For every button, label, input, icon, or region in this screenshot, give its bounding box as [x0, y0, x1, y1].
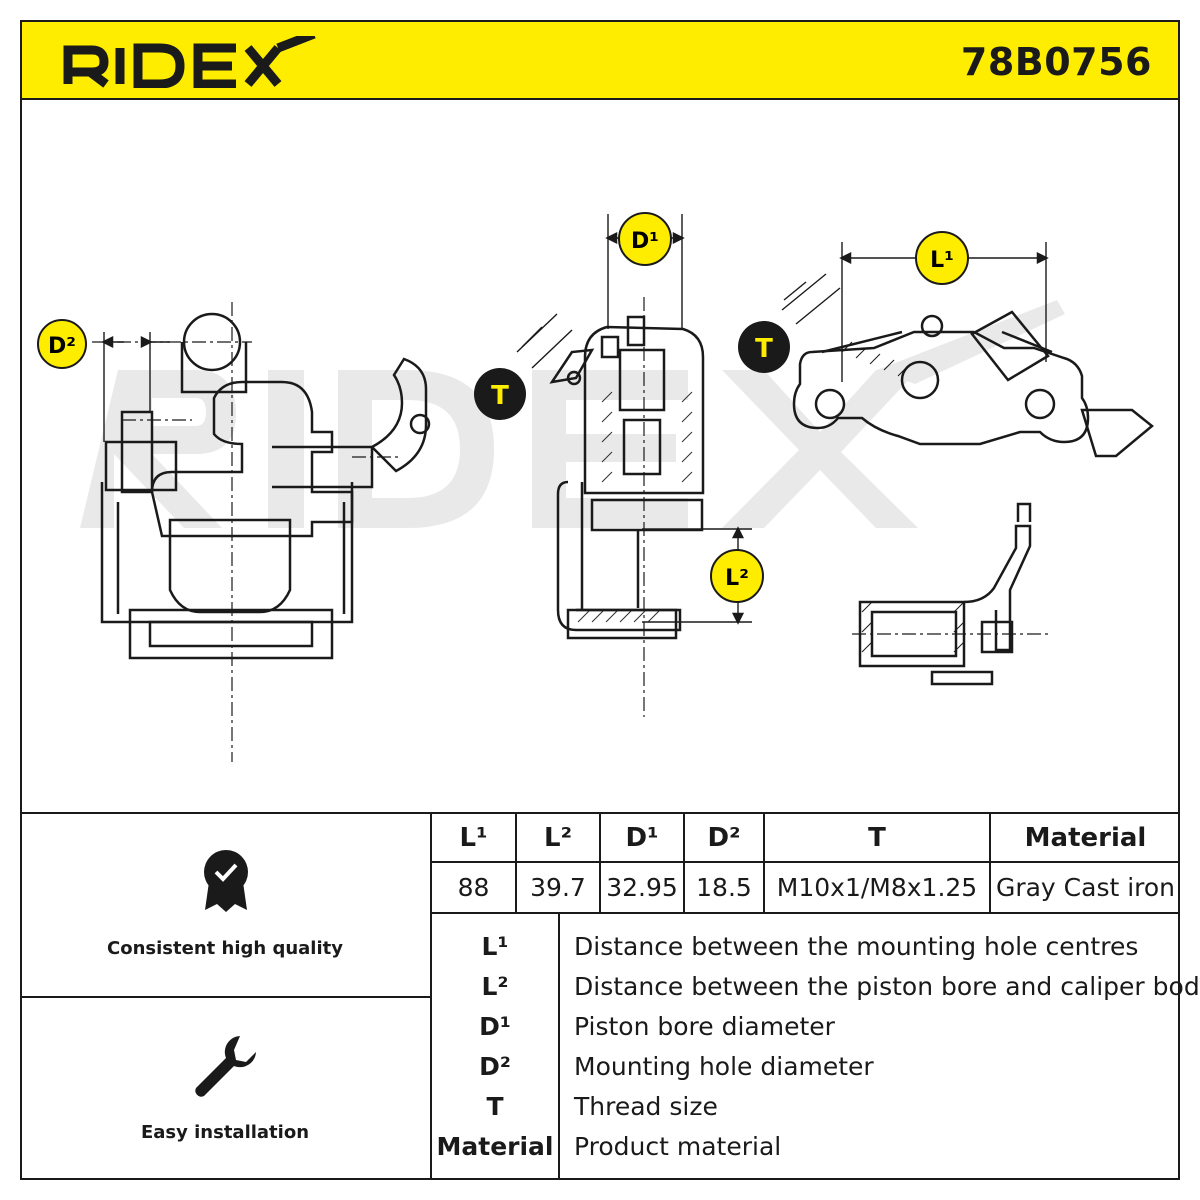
spec-value-l1: 88 [457, 873, 490, 902]
wrench-icon [195, 1036, 256, 1097]
col-rule-2 [599, 814, 601, 914]
spec-value-d2: 18.5 [696, 873, 752, 902]
label-d2: D² [37, 319, 87, 369]
spec-header-d2: D² [707, 822, 741, 853]
legend-desc-material: Product material [574, 1132, 782, 1161]
col-rule-4 [763, 814, 765, 914]
spec-value-d1: 32.95 [606, 873, 678, 902]
spec-header-l1: L¹ [459, 822, 488, 853]
legend-desc-l2: Distance between the piston bore and cal… [574, 972, 1200, 1001]
col-rule-1 [515, 814, 517, 914]
legend-key-l2: L² [481, 972, 509, 1001]
svg-text:L¹: L¹ [930, 248, 954, 273]
specs-top-rule [20, 812, 1180, 814]
watermark [80, 300, 1065, 528]
caliper-front-view [92, 302, 431, 762]
col-rule-5 [989, 814, 991, 914]
legend-desc-d1: Piston bore diameter [574, 1012, 835, 1041]
spec-value-l2: 39.7 [530, 873, 586, 902]
spec-header-d1: D¹ [625, 822, 659, 853]
feature-quality: Consistent high quality [20, 814, 430, 996]
svg-text:D¹: D¹ [631, 229, 659, 254]
svg-text:T: T [755, 334, 773, 364]
caliper-section-view [516, 214, 752, 717]
legend-key-d2: D² [479, 1052, 511, 1081]
quality-badge-icon [204, 850, 248, 912]
legend-key-d1: D¹ [479, 1012, 511, 1041]
label-l2: L² [710, 549, 764, 603]
caliper-side-view [781, 242, 1154, 458]
spec-header-l2: L² [544, 822, 572, 853]
feature-installation: Easy installation [20, 998, 430, 1180]
part-number: 78B0756 [960, 40, 1152, 84]
features-mid-rule [20, 996, 432, 998]
table-header-rule [432, 861, 1180, 863]
legend-desc-t: Thread size [574, 1092, 718, 1121]
technical-drawing: D² D¹ T L² T L¹ [22, 102, 1178, 812]
label-d1: D¹ [618, 212, 672, 266]
svg-text:D²: D² [48, 334, 76, 359]
legend-key-l1: L¹ [481, 932, 509, 961]
legend-key-t: T [486, 1092, 504, 1121]
spec-value-material: Gray Cast iron [995, 873, 1176, 902]
legend-key-material: Material [436, 1132, 554, 1161]
legend-desc-l1: Distance between the mounting hole centr… [574, 932, 1139, 961]
svg-text:T: T [491, 381, 509, 411]
caliper-handbrake-view [852, 502, 1052, 686]
legend-divider [558, 914, 560, 1180]
spec-header-material: Material [1024, 822, 1147, 853]
svg-text:L²: L² [725, 566, 749, 591]
label-t-left: T [474, 368, 526, 420]
label-l1: L¹ [915, 231, 969, 285]
legend-desc-d2: Mounting hole diameter [574, 1052, 874, 1081]
ridex-logo [62, 29, 322, 92]
table-bottom-rule [432, 912, 1180, 914]
header-bar: 78B0756 [20, 20, 1180, 100]
spec-header-t: T [868, 822, 886, 853]
feature-installation-label: Easy installation [140, 1122, 310, 1143]
label-t-right: T [738, 321, 790, 373]
feature-quality-label: Consistent high quality [107, 938, 343, 959]
col-rule-3 [683, 814, 685, 914]
spec-value-t: M10x1/M8x1.25 [776, 873, 978, 902]
